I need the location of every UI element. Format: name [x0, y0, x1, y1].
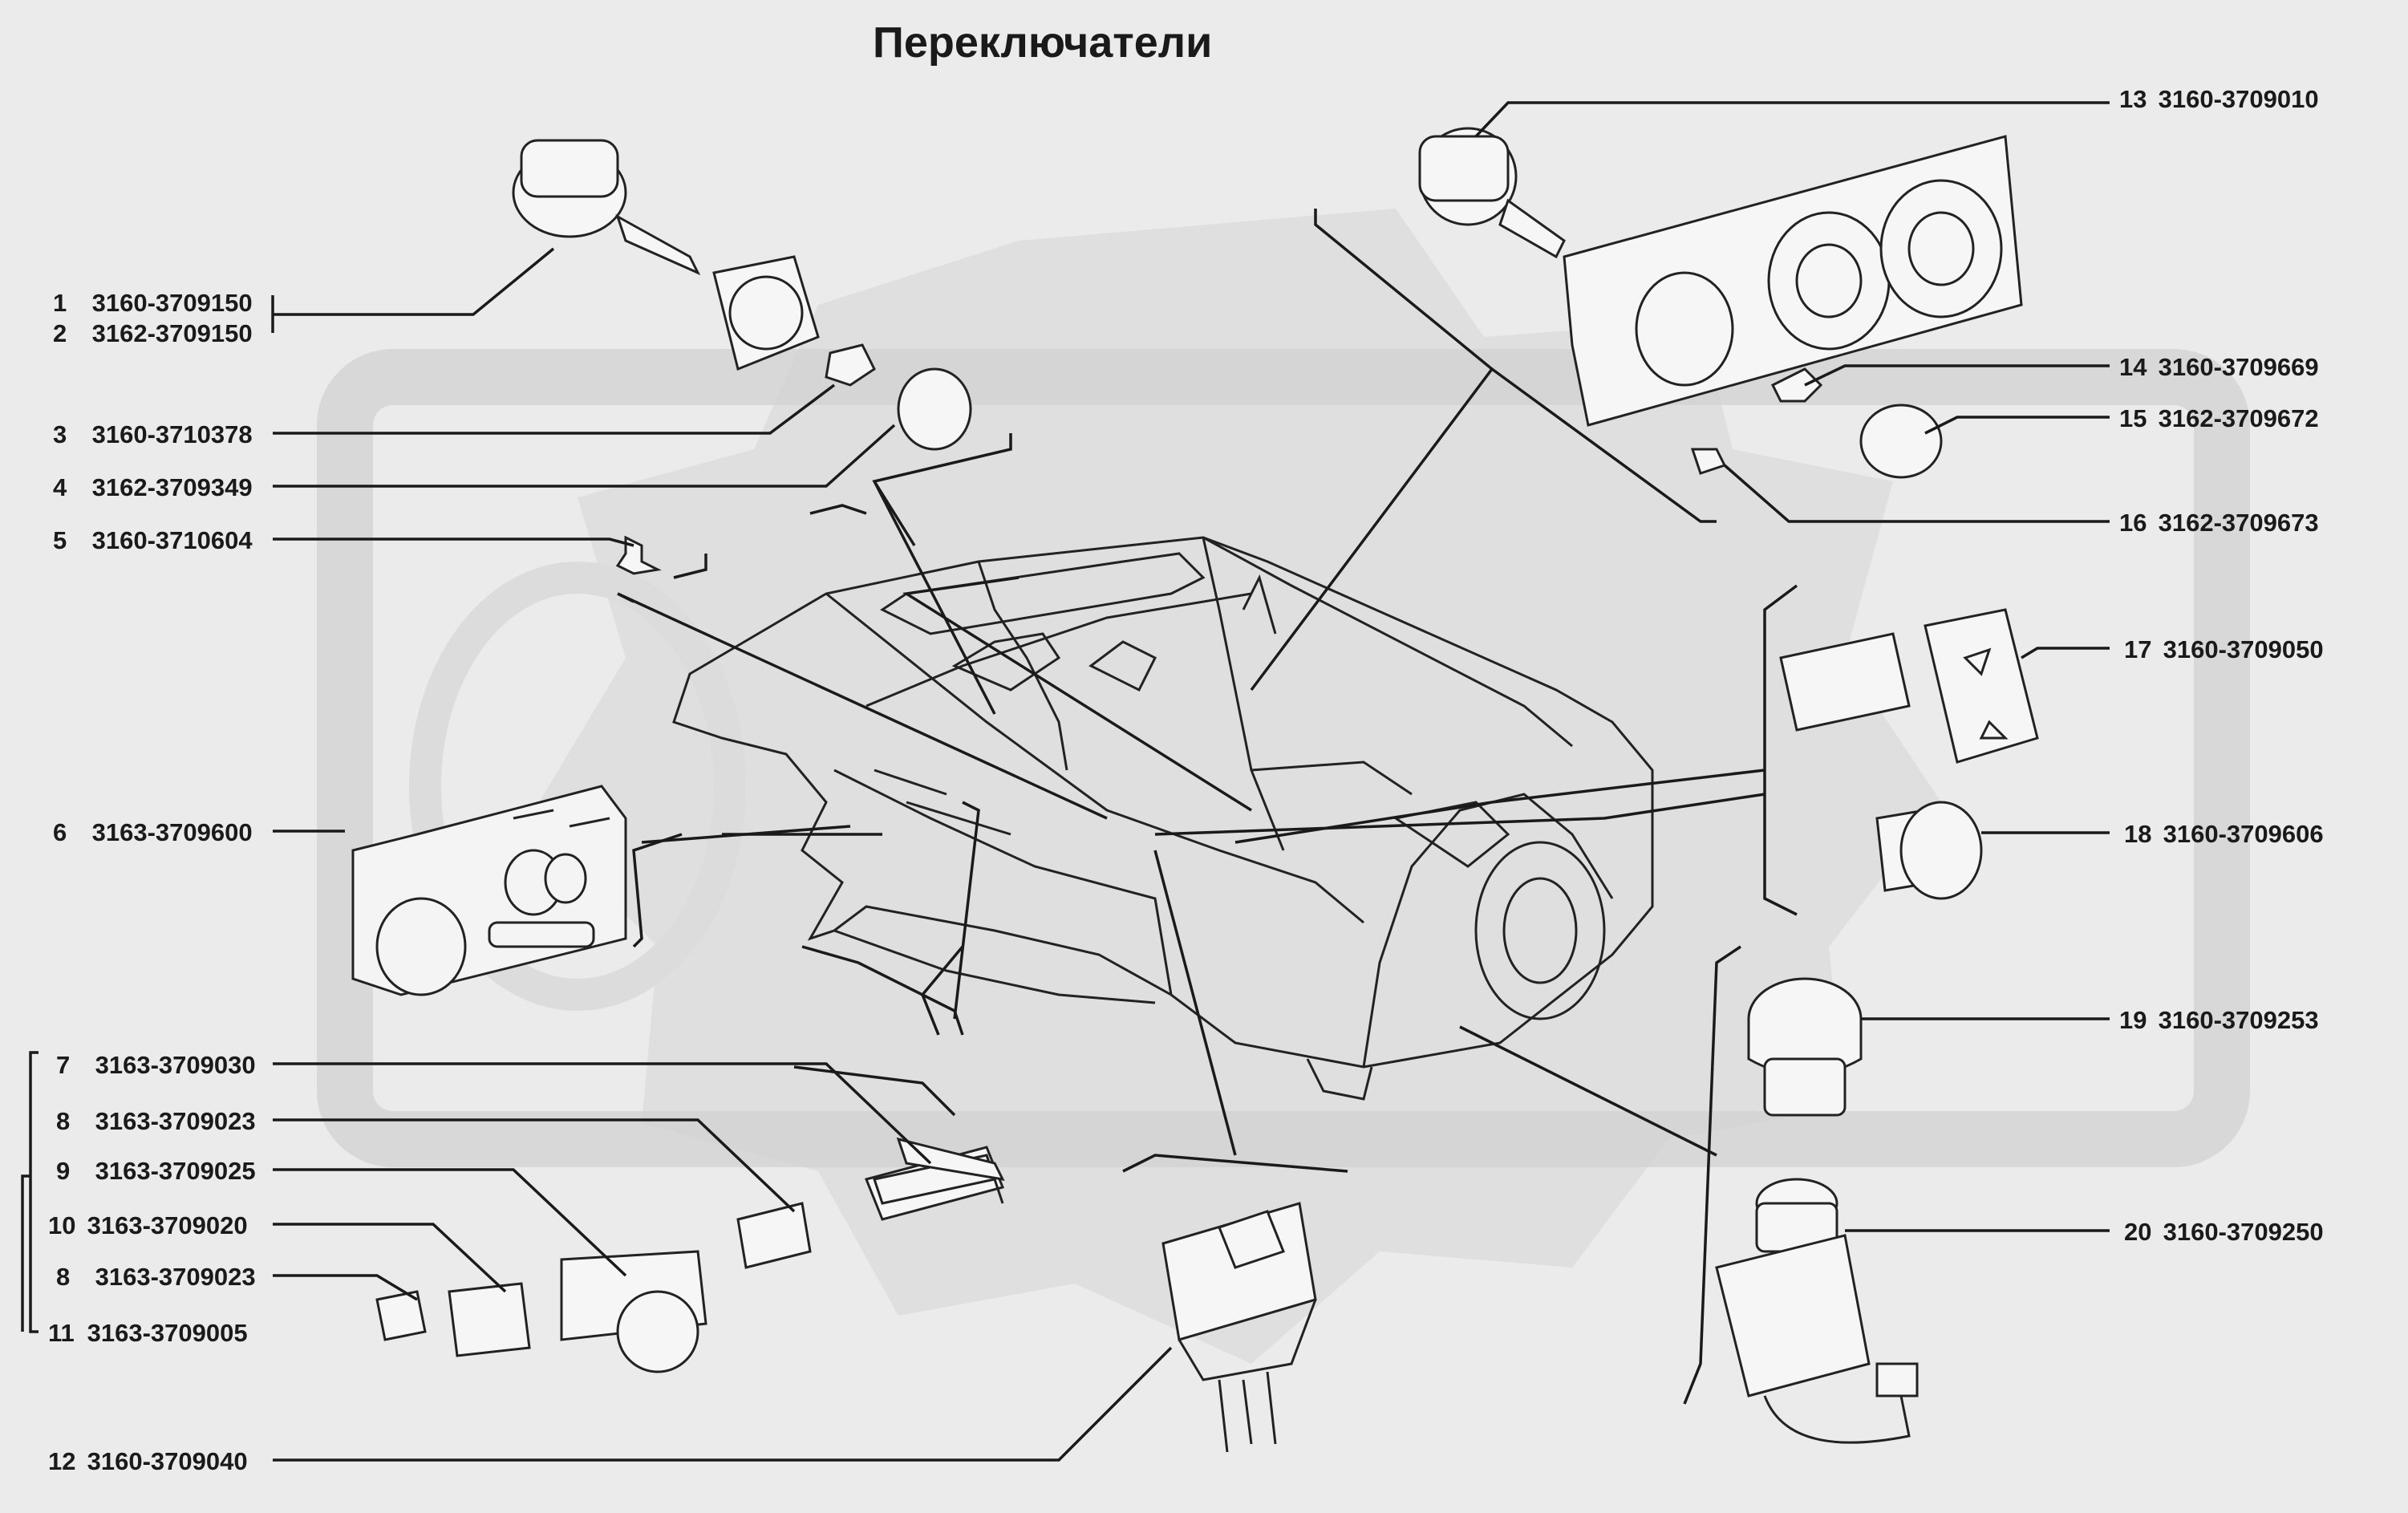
callout-9: 9 3163-3709025	[56, 1157, 256, 1185]
callout-5: 5 3160-3710604	[53, 526, 253, 554]
watermark-logo	[317, 209, 2250, 1364]
callout-14: 14 3160-3709669	[2119, 353, 2319, 381]
switch-6-illustration	[351, 785, 627, 996]
callout-11: 11 3163-3709005	[48, 1319, 248, 1347]
callout-19: 19 3160-3709253	[2119, 1006, 2319, 1034]
callout-8b: 8 3163-3709023	[56, 1263, 256, 1291]
callout-16: 16 3162-3709673	[2119, 509, 2319, 537]
switch-17-illustration	[1779, 608, 2039, 764]
switch-13-illustration	[1418, 127, 2023, 479]
switch-18-illustration	[1875, 801, 1983, 900]
leader-lines	[21, 101, 2110, 1462]
callout-4: 4 3162-3709349	[53, 473, 253, 501]
callout-7: 7 3163-3709030	[56, 1051, 256, 1079]
callout-10: 10 3163-3709020	[48, 1211, 248, 1239]
switch-12-illustration	[1161, 1202, 1317, 1453]
switch-19-illustration	[1747, 977, 1863, 1117]
callout-12: 12 3160-3709040	[48, 1447, 248, 1475]
callout-18: 18 3160-3709606	[2124, 820, 2324, 848]
stalk-switch-illustrations	[375, 1137, 1005, 1373]
callout-6: 6 3163-3709600	[53, 818, 253, 846]
callout-20: 20 3160-3709250	[2124, 1218, 2324, 1246]
callout-3: 3 3160-3710378	[53, 420, 253, 448]
switch-1-illustration	[512, 139, 972, 575]
callout-13: 13 3160-3709010	[2119, 85, 2319, 113]
callout-15: 15 3162-3709672	[2119, 404, 2319, 432]
callout-1: 1 3160-3709150	[53, 289, 253, 317]
callout-17: 17 3160-3709050	[2124, 635, 2324, 663]
diagram-title: Переключатели	[873, 18, 1213, 67]
callout-8: 8 3163-3709023	[56, 1107, 256, 1135]
switch-20-illustration	[1715, 1178, 1919, 1444]
callout-2: 2 3162-3709150	[53, 319, 253, 347]
